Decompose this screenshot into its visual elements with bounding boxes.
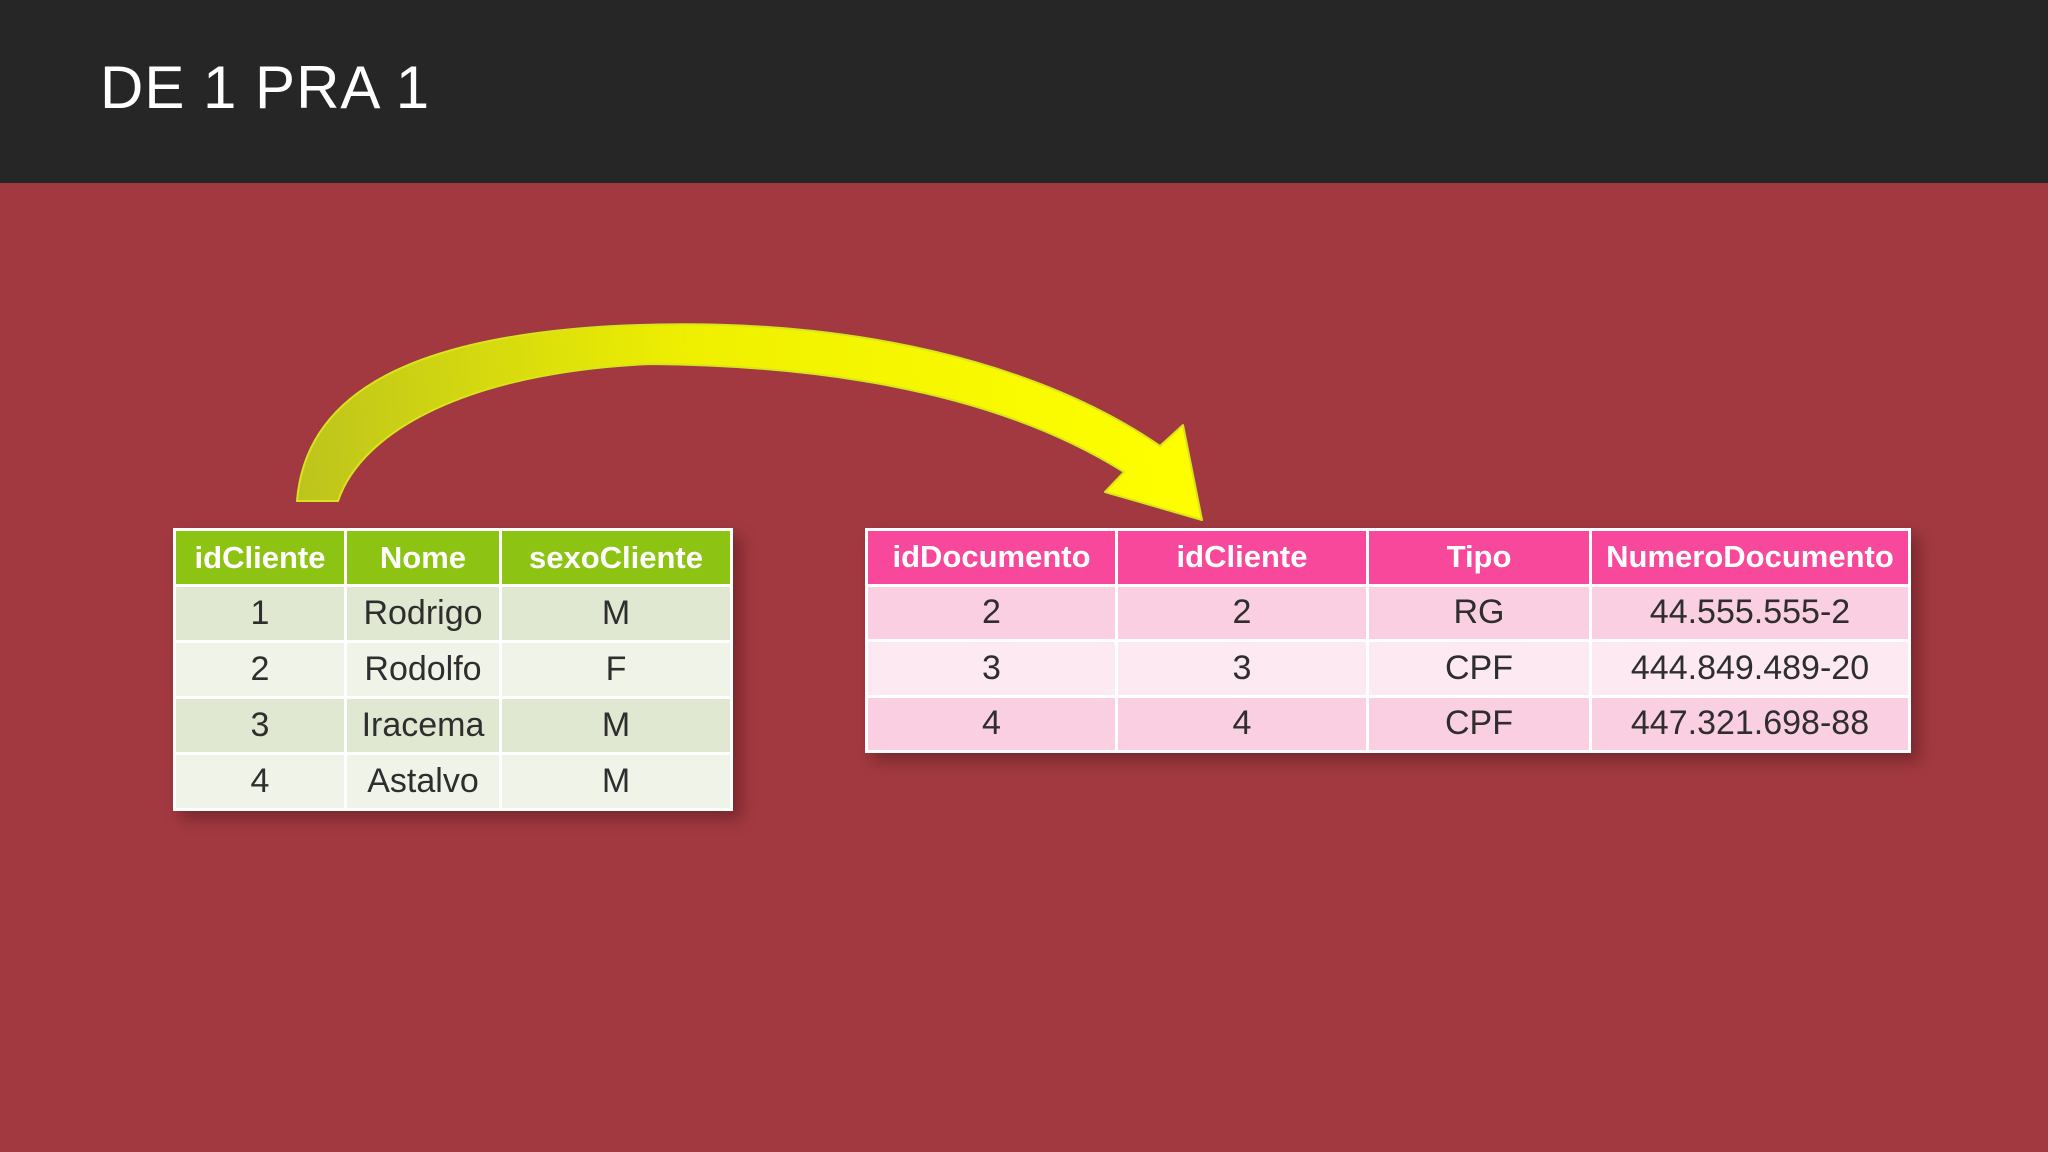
table-row: 1 Rodrigo M xyxy=(176,587,730,640)
table-row: 4 Astalvo M xyxy=(176,755,730,808)
table-row: 3 3 CPF 444.849.489-20 xyxy=(868,642,1908,695)
table-cell: Iracema xyxy=(347,699,499,752)
table-cell: M xyxy=(502,587,730,640)
column-header: Tipo xyxy=(1369,531,1589,584)
table-row: 4 4 CPF 447.321.698-88 xyxy=(868,697,1908,750)
table-cell: CPF xyxy=(1369,642,1589,695)
table-header-row: idCliente Nome sexoCliente xyxy=(176,531,730,584)
page-title: DE 1 PRA 1 xyxy=(100,54,431,121)
title-bar: DE 1 PRA 1 xyxy=(0,0,2048,183)
table-cell: RG xyxy=(1369,586,1589,639)
table-header-row: idDocumento idCliente Tipo NumeroDocumen… xyxy=(868,531,1908,584)
table-row: 2 2 RG 44.555.555-2 xyxy=(868,586,1908,639)
table-cell: 4 xyxy=(176,755,344,808)
table-cell: CPF xyxy=(1369,697,1589,750)
cliente-table: idCliente Nome sexoCliente 1 Rodrigo M 2… xyxy=(173,528,733,811)
table-cell: F xyxy=(502,643,730,696)
column-header: sexoCliente xyxy=(502,531,730,584)
table-row: 2 Rodolfo F xyxy=(176,643,730,696)
table-cell: 3 xyxy=(868,642,1115,695)
table-cell: 447.321.698-88 xyxy=(1592,697,1908,750)
table-cell: 3 xyxy=(1118,642,1366,695)
table-cell: 4 xyxy=(868,697,1115,750)
column-header: Nome xyxy=(347,531,499,584)
table-cell: 2 xyxy=(176,643,344,696)
column-header: idDocumento xyxy=(868,531,1115,584)
table-cell: 444.849.489-20 xyxy=(1592,642,1908,695)
table-cell: 1 xyxy=(176,587,344,640)
table-cell: 2 xyxy=(868,586,1115,639)
column-header: idCliente xyxy=(1118,531,1366,584)
column-header: NumeroDocumento xyxy=(1592,531,1908,584)
table-cell: M xyxy=(502,755,730,808)
column-header: idCliente xyxy=(176,531,344,584)
table-cell: 2 xyxy=(1118,586,1366,639)
table-cell: 3 xyxy=(176,699,344,752)
table-cell: M xyxy=(502,699,730,752)
documento-table: idDocumento idCliente Tipo NumeroDocumen… xyxy=(865,528,1911,753)
table-cell: Astalvo xyxy=(347,755,499,808)
table-cell: Rodrigo xyxy=(347,587,499,640)
table-cell: 44.555.555-2 xyxy=(1592,586,1908,639)
table-row: 3 Iracema M xyxy=(176,699,730,752)
table-cell: 4 xyxy=(1118,697,1366,750)
table-cell: Rodolfo xyxy=(347,643,499,696)
